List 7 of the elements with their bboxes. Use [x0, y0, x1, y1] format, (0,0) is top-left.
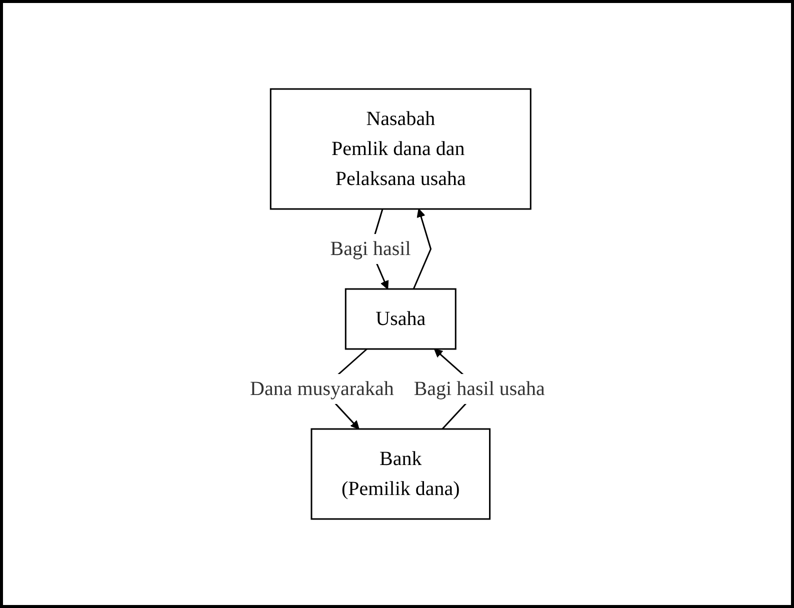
node-box: Bank (Pemilik dana) [310, 428, 490, 520]
edge-label: Dana musyarakah [250, 378, 394, 400]
node-box: Nasabah Pemlik dana dan Pelaksana usaha [269, 88, 531, 210]
node-box: Usaha [344, 288, 456, 350]
edge-label: Bagi hasil usaha [413, 378, 544, 400]
edge-label: Bagi hasil [330, 238, 410, 260]
arrow [412, 208, 432, 290]
